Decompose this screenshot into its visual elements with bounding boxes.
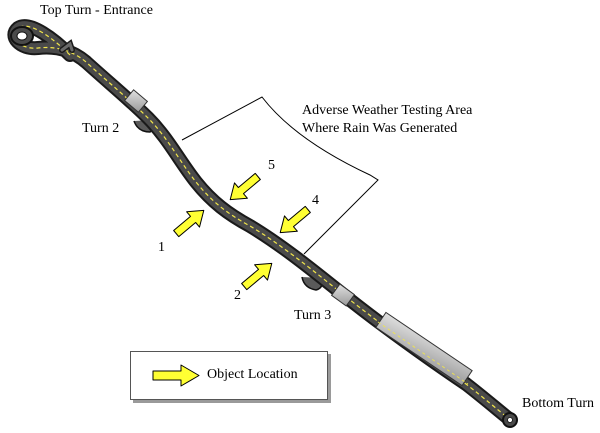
legend-arrow-icon <box>152 364 200 387</box>
straight-section-marker <box>375 311 473 387</box>
weather-area-outline <box>181 96 379 255</box>
marker-number-2: 2 <box>234 288 241 303</box>
arrow-1 <box>173 209 205 238</box>
marker-number-4: 4 <box>312 193 319 208</box>
label-turn-2: Turn 2 <box>82 121 120 136</box>
marker-number-1: 1 <box>158 240 165 255</box>
arrow-4 <box>279 205 311 234</box>
marker-number-5: 5 <box>268 158 275 173</box>
label-weather-line2: Where Rain Was Generated <box>302 121 458 136</box>
turn3-marker <box>330 283 356 307</box>
label-turn-3: Turn 3 <box>294 308 332 323</box>
arrow-2 <box>241 262 273 291</box>
label-bottom-turn: Bottom Turn <box>522 396 594 411</box>
legend-box: Object Location <box>130 351 328 400</box>
label-weather-line1: Adverse Weather Testing Area <box>302 103 473 118</box>
turn2-marker <box>123 89 149 113</box>
legend-label: Object Location <box>207 367 298 382</box>
arrow-5 <box>229 172 261 201</box>
label-top-turn: Top Turn - Entrance <box>40 3 153 18</box>
